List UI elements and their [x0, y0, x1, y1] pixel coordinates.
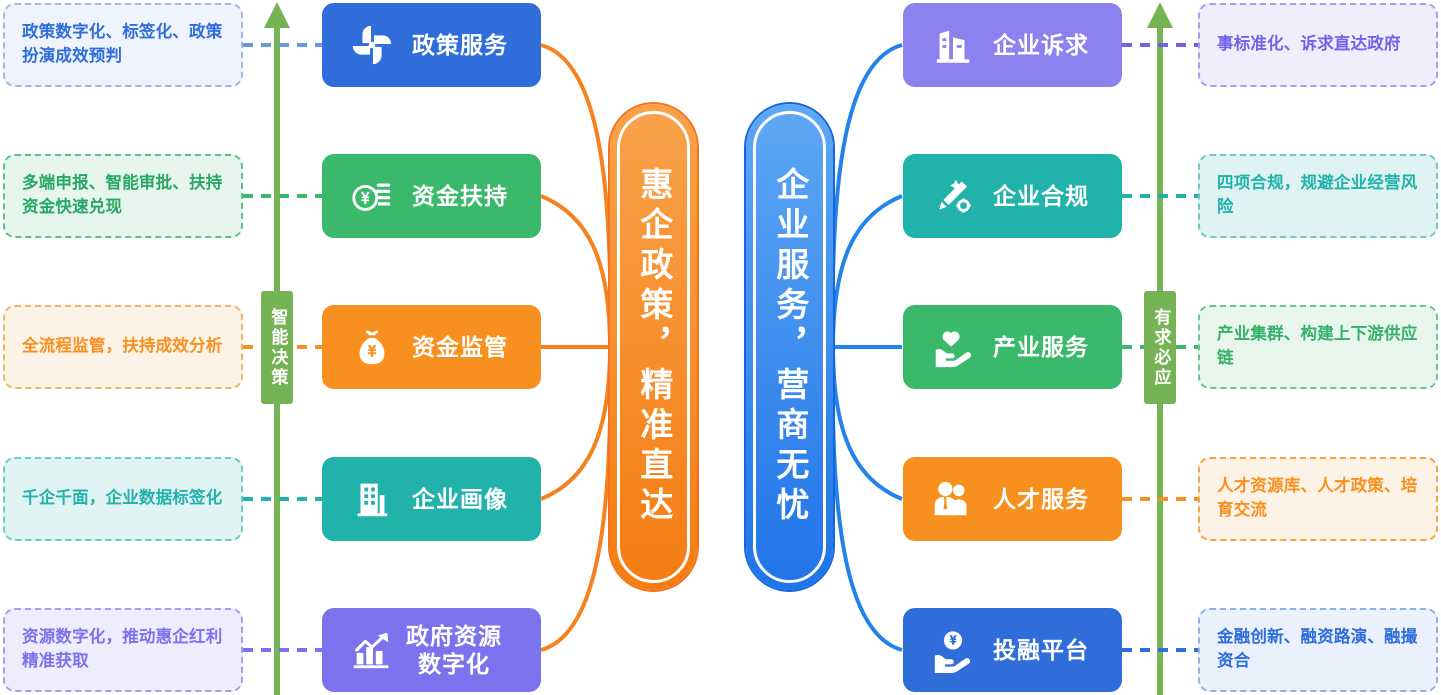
card-fund-supervision[interactable]: 资金监管 [322, 305, 541, 389]
card-enterprise-compliance-label: 企业合规 [993, 182, 1089, 209]
note-right-4-text: 人才资源库、人才政策、培育交流 [1217, 477, 1418, 519]
policy-pill[interactable]: 惠企政策，精准直达 [610, 104, 697, 590]
left-axis-strip-text: 智能决策 [268, 307, 288, 388]
hand-coin-icon [929, 626, 977, 674]
card-enterprise-demand[interactable]: 企业诉求 [903, 3, 1122, 87]
policy-pill-text: 惠企政策，精准直达 [635, 167, 673, 527]
pinwheel-icon [348, 21, 396, 69]
note-left-2-text: 多端申报、智能审批、扶持资金快速兑现 [22, 174, 223, 216]
hand-heart-icon [929, 323, 977, 371]
note-right-2[interactable]: 四项合规，规避企业经营风险 [1198, 154, 1438, 238]
card-gov-resource-digital-label: 政府资源 数字化 [406, 622, 502, 677]
note-right-1-text: 事标准化、诉求直达政府 [1217, 35, 1401, 54]
card-enterprise-demand-label: 企业诉求 [993, 31, 1089, 58]
buildings-icon [929, 21, 977, 69]
growth-chart-icon [348, 626, 396, 674]
service-fan-curves [830, 43, 903, 652]
note-left-4-text: 千企千面，企业数据标签化 [22, 489, 223, 508]
wand-gear-icon [929, 172, 977, 220]
service-pill-text: 企业服务，营商无忧 [771, 167, 809, 527]
note-left-5[interactable]: 资源数字化，推动惠企红利精准获取 [3, 608, 243, 692]
card-investment-platform[interactable]: 投融平台 [903, 608, 1122, 692]
card-enterprise-profile-label: 企业画像 [412, 485, 508, 512]
money-bag-icon [348, 323, 396, 371]
note-right-3[interactable]: 产业集群、构建上下游供应链 [1198, 305, 1438, 389]
card-gov-resource-digital[interactable]: 政府资源 数字化 [322, 608, 541, 692]
note-right-4[interactable]: 人才资源库、人才政策、培育交流 [1198, 457, 1438, 541]
card-fund-support-label: 资金扶持 [412, 182, 508, 209]
note-left-3-text: 全流程监管，扶持成效分析 [22, 337, 223, 356]
note-right-5-text: 金融创新、融资路演、融撮资合 [1217, 628, 1418, 670]
card-policy-service-label: 政策服务 [412, 31, 508, 58]
right-axis-strip-text: 有求必应 [1151, 307, 1171, 388]
building-icon [348, 475, 396, 523]
right-axis-strip: 有求必应 [1144, 291, 1176, 404]
note-left-2[interactable]: 多端申报、智能审批、扶持资金快速兑现 [3, 154, 243, 238]
note-left-1[interactable]: 政策数字化、标签化、政策扮演成效预判 [3, 3, 243, 87]
card-talent-service[interactable]: 人才服务 [903, 457, 1122, 541]
card-industry-service[interactable]: 产业服务 [903, 305, 1122, 389]
card-investment-platform-label: 投融平台 [993, 636, 1089, 663]
policy-fan-curves [540, 43, 613, 652]
note-right-5[interactable]: 金融创新、融资路演、融撮资合 [1198, 608, 1438, 692]
service-pill-inner: 企业服务，营商无忧 [753, 111, 826, 583]
card-policy-service[interactable]: 政策服务 [322, 3, 541, 87]
note-right-3-text: 产业集群、构建上下游供应链 [1217, 325, 1418, 367]
coins-yuan-icon [348, 172, 396, 220]
note-right-2-text: 四项合规，规避企业经营风险 [1217, 174, 1418, 216]
note-left-3[interactable]: 全流程监管，扶持成效分析 [3, 305, 243, 389]
left-axis-strip: 智能决策 [261, 291, 293, 404]
card-enterprise-compliance[interactable]: 企业合规 [903, 154, 1122, 238]
service-pill[interactable]: 企业服务，营商无忧 [746, 104, 833, 590]
note-left-5-text: 资源数字化，推动惠企红利精准获取 [22, 628, 223, 670]
note-right-1[interactable]: 事标准化、诉求直达政府 [1198, 3, 1438, 87]
card-fund-support[interactable]: 资金扶持 [322, 154, 541, 238]
people-icon [929, 475, 977, 523]
card-fund-supervision-label: 资金监管 [412, 333, 508, 360]
note-left-1-text: 政策数字化、标签化、政策扮演成效预判 [22, 23, 223, 65]
card-enterprise-profile[interactable]: 企业画像 [322, 457, 541, 541]
note-left-4[interactable]: 千企千面，企业数据标签化 [3, 457, 243, 541]
policy-pill-inner: 惠企政策，精准直达 [617, 111, 690, 583]
card-industry-service-label: 产业服务 [993, 333, 1089, 360]
card-talent-service-label: 人才服务 [993, 485, 1089, 512]
